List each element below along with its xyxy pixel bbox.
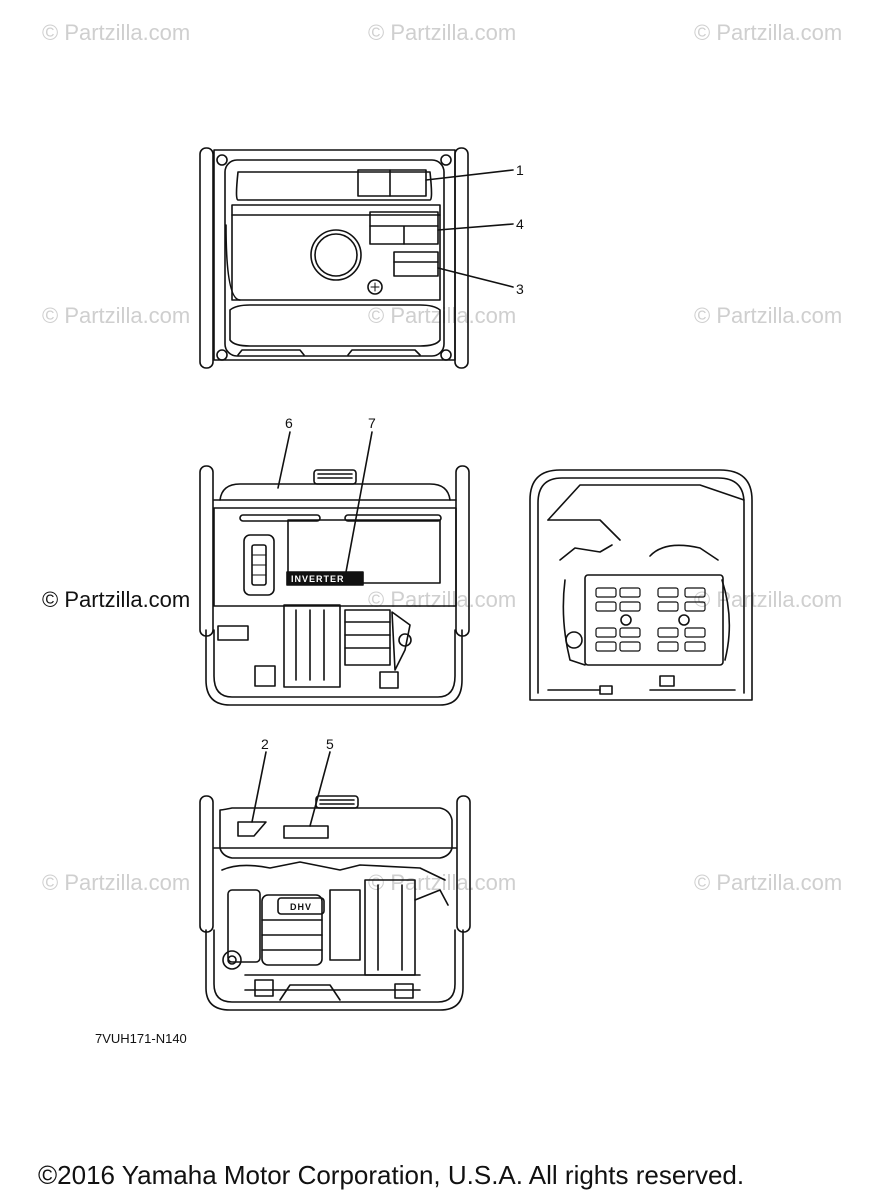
- watermark: © Partzilla.com: [42, 587, 191, 612]
- generator-front-panel-view: [199, 147, 514, 369]
- generator-side-view-engine: [199, 751, 471, 1011]
- copyright-notice: ©2016 Yamaha Motor Corporation, U.S.A. A…: [38, 1160, 745, 1190]
- diagram-part-code: 7VUH171-N140: [95, 1031, 187, 1046]
- inverter-decal-text: INVERTER: [291, 574, 345, 584]
- callout-3: 3: [516, 281, 524, 297]
- callout-1: 1: [516, 162, 524, 178]
- generator-side-view-inverter: [199, 431, 470, 706]
- callout-2: 2: [261, 736, 269, 752]
- callout-6: 6: [285, 415, 293, 431]
- callout-5: 5: [326, 736, 334, 752]
- callout-7: 7: [368, 415, 376, 431]
- generator-end-view: [529, 469, 753, 701]
- callout-4: 4: [516, 216, 524, 232]
- dhv-decal-text: DHV: [290, 902, 312, 912]
